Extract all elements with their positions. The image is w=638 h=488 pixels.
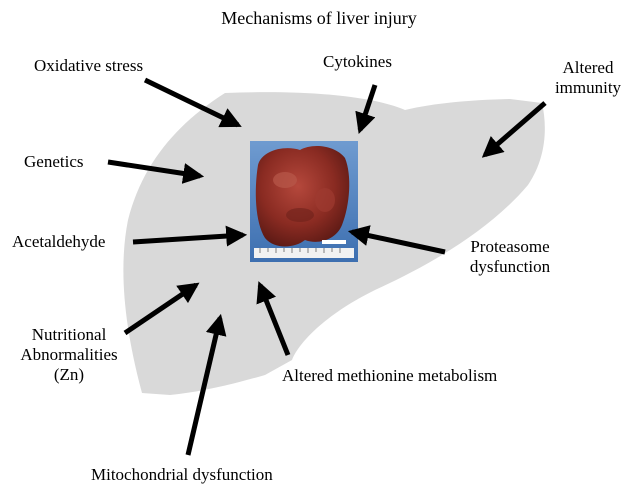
label-nutritional-line2: Abnormalities xyxy=(14,345,124,365)
label-oxidative-stress: Oxidative stress xyxy=(34,56,143,76)
label-nutritional-line1: Nutritional xyxy=(14,325,124,345)
label-proteasome-line2: dysfunction xyxy=(450,257,570,277)
label-proteasome-line1: Proteasome xyxy=(450,237,570,257)
label-nutritional-abnormalities: Nutritional Abnormalities (Zn) xyxy=(14,325,124,385)
label-altered-immunity-line2: immunity xyxy=(540,78,636,98)
label-genetics: Genetics xyxy=(24,152,83,172)
label-cytokines: Cytokines xyxy=(323,52,392,72)
label-proteasome-dysfunction: Proteasome dysfunction xyxy=(450,237,570,277)
diagram-title: Mechanisms of liver injury xyxy=(0,8,638,28)
label-altered-methionine: Altered methionine metabolism xyxy=(282,366,497,386)
scale-ruler xyxy=(254,248,354,258)
label-altered-immunity-line1: Altered xyxy=(540,58,636,78)
liver-specimen-photo xyxy=(250,141,358,262)
liver-tissue xyxy=(256,146,349,246)
label-acetaldehyde: Acetaldehyde xyxy=(12,232,105,252)
label-nutritional-line3: (Zn) xyxy=(14,365,124,385)
label-altered-immunity: Altered immunity xyxy=(540,58,636,98)
label-mitochondrial-dysfunction: Mitochondrial dysfunction xyxy=(91,465,273,485)
